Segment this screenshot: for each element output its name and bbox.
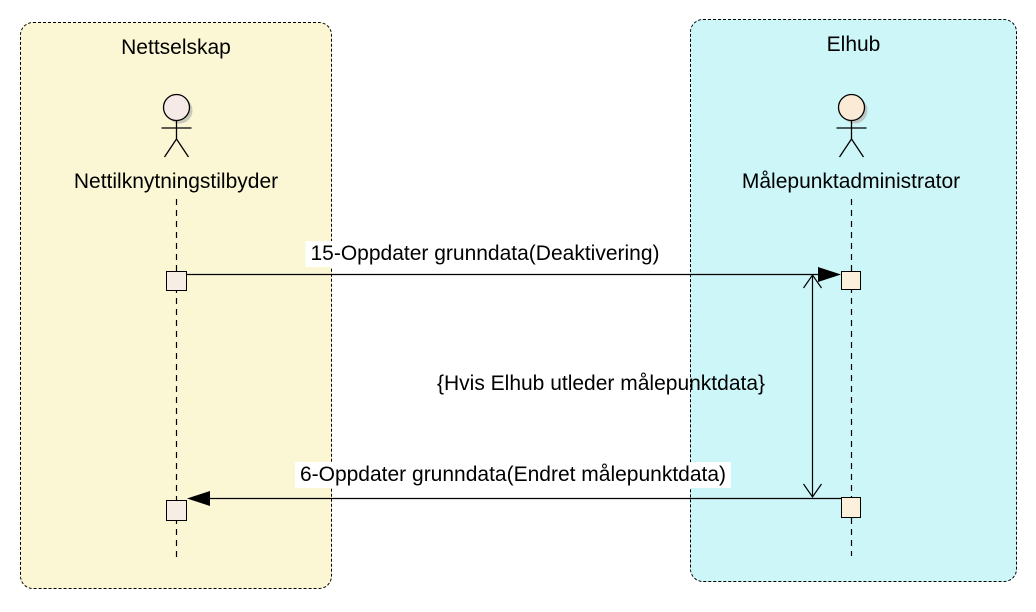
message-2-arrowhead-icon <box>187 491 210 506</box>
actor-icon-malepunktadministrator <box>836 93 868 158</box>
message-1-arrowhead-icon <box>818 267 841 282</box>
actor-icon-nettilknytningstilbyder <box>161 93 193 158</box>
activation-box <box>166 271 187 291</box>
message-2 <box>187 491 841 506</box>
actor-label-nettilknytningstilbyder: Nettilknytningstilbyder <box>73 170 279 193</box>
actor-label-malepunktadministrator: Målepunktadministrator <box>741 170 961 193</box>
activation-box <box>841 497 861 518</box>
participant-title-nettselskap: Nettselskap <box>121 36 231 59</box>
message-2-label: 6-Oppdater grunndata(Endret målepunktdat… <box>294 462 732 488</box>
message-1-label: 15-Oppdater grunndata(Deaktivering) <box>305 241 665 267</box>
message-1 <box>187 267 841 282</box>
activation-box <box>841 271 861 290</box>
activation-box <box>166 500 187 521</box>
participant-title-elhub: Elhub <box>826 33 881 56</box>
duration-arrow-down-icon <box>803 483 822 499</box>
duration-arrow-up-icon <box>803 273 822 289</box>
constraint-label: {Hvis Elhub utleder målepunktdata} <box>436 372 766 395</box>
duration-constraint-line <box>803 273 822 499</box>
